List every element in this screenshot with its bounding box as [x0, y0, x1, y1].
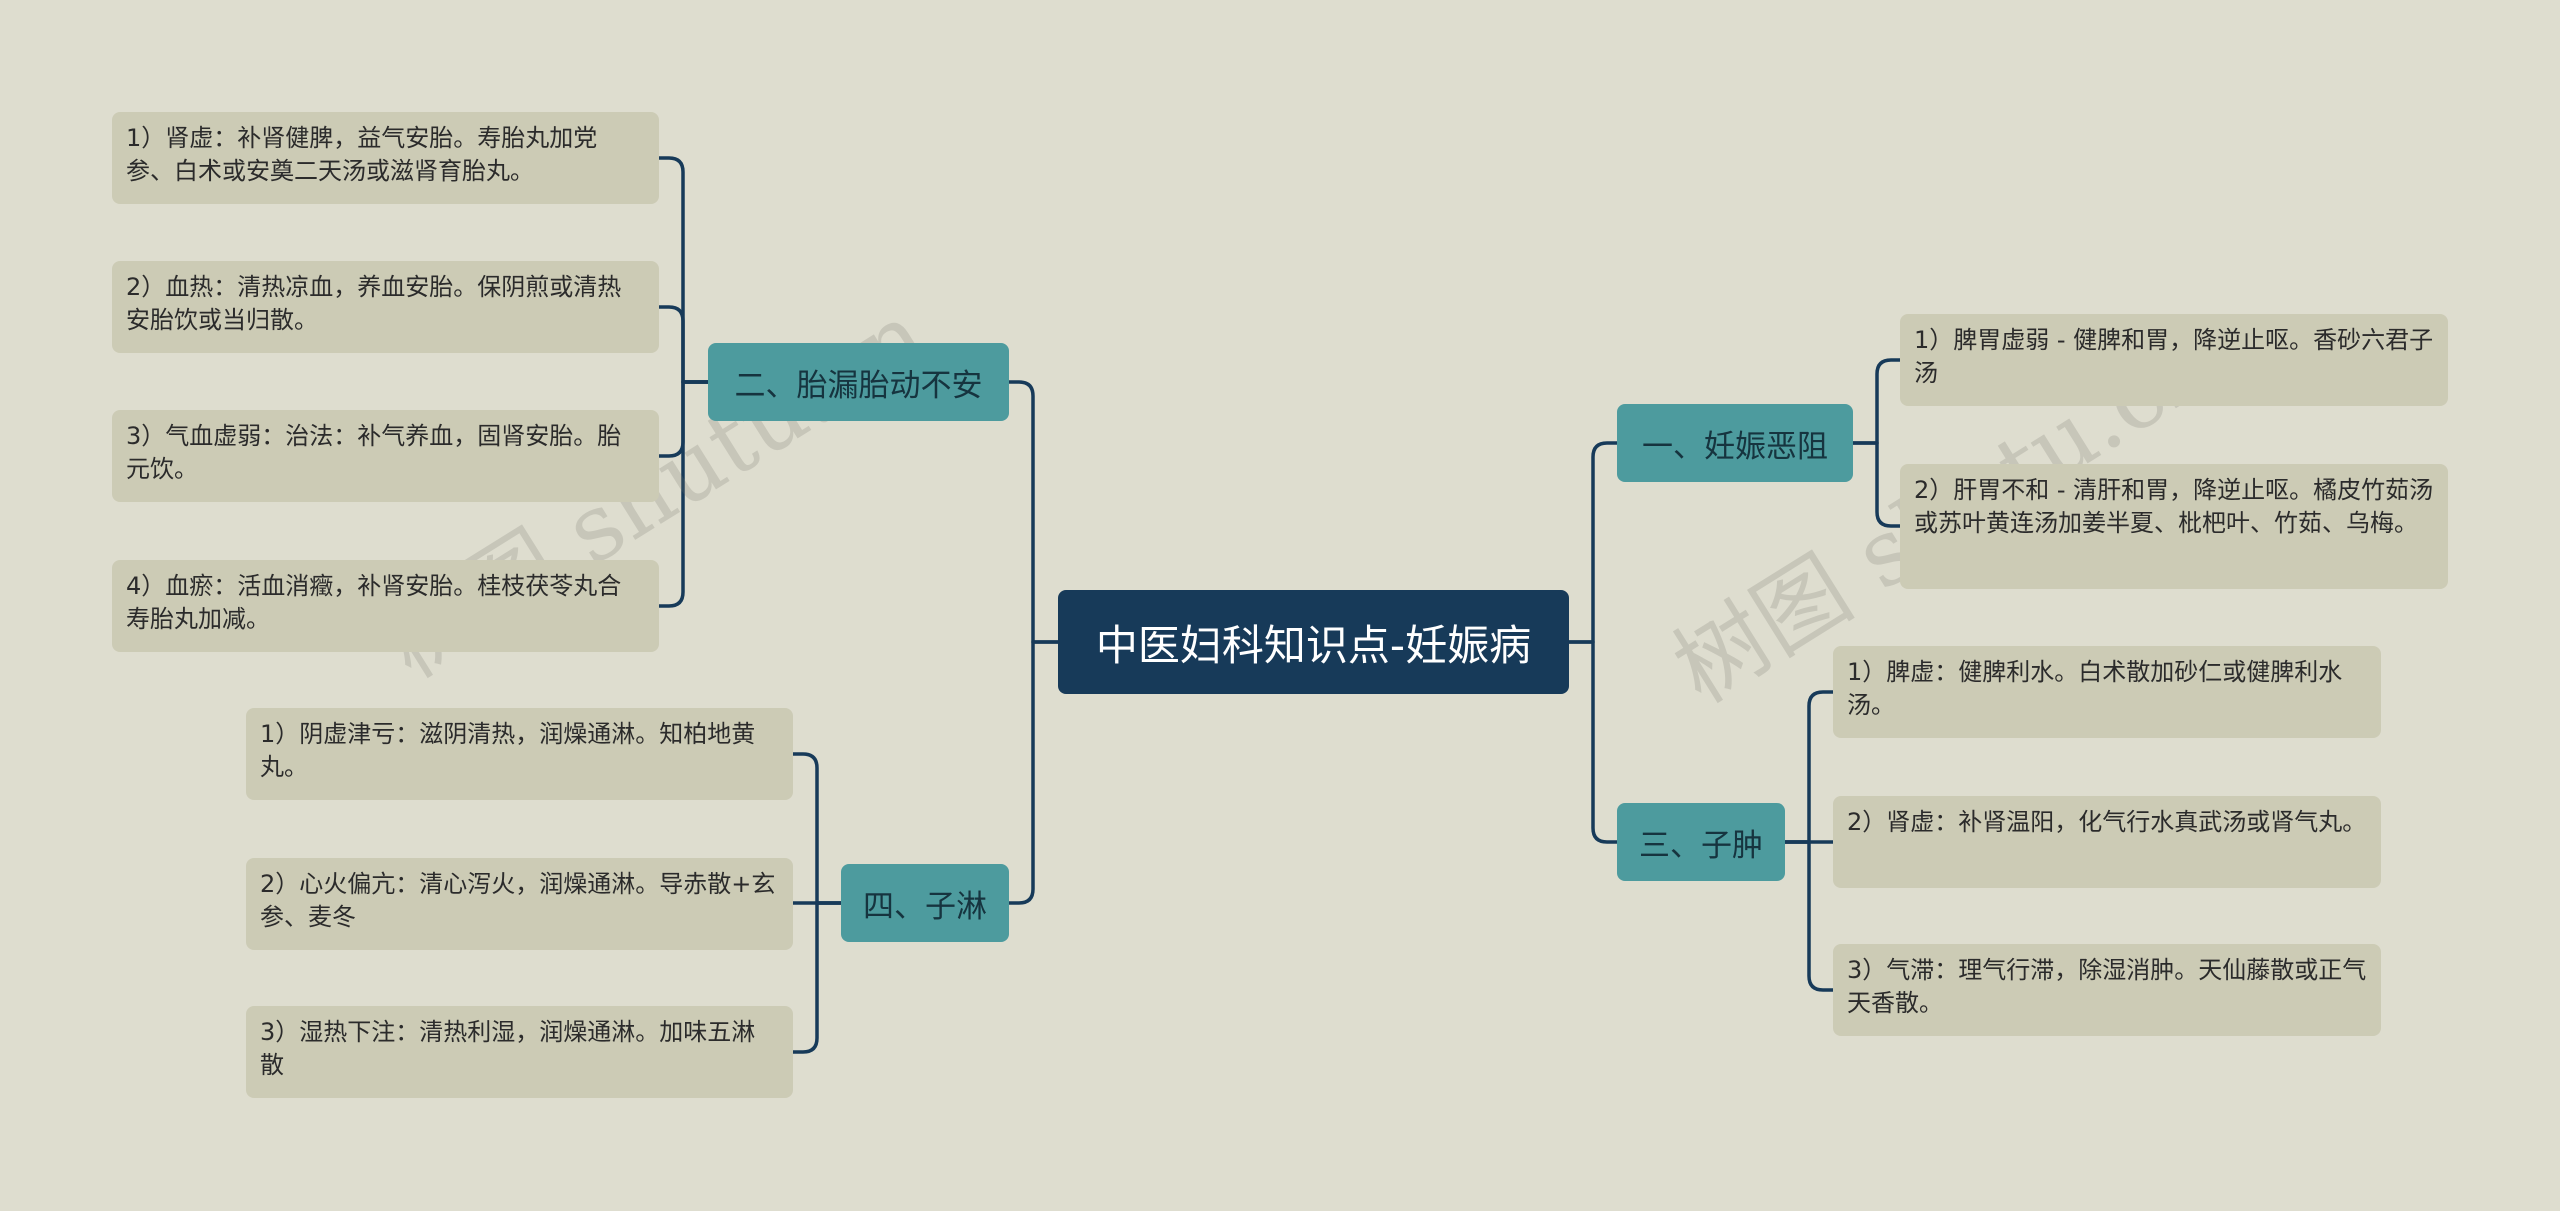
branch-4-leaf-1[interactable]: 1）阴虚津亏：滋阴清热，润燥通淋。知柏地黄丸。 — [246, 708, 793, 800]
branch-2-leaf-4[interactable]: 4）血瘀：活血消癥，补肾安胎。桂枝茯苓丸合寿胎丸加减。 — [112, 560, 659, 652]
branch-3-leaf-3[interactable]: 3）气滞：理气行滞，除湿消肿。天仙藤散或正气天香散。 — [1833, 944, 2381, 1036]
branch-1-leaf-2[interactable]: 2）肝胃不和 - 清肝和胃，降逆止呕。橘皮竹茹汤或苏叶黄连汤加姜半夏、枇杷叶、竹… — [1900, 464, 2448, 589]
connector-line-6 — [1851, 441, 1902, 528]
branch-4-leaf-3[interactable]: 3）湿热下注：清热利湿，润燥通淋。加味五淋散 — [246, 1006, 793, 1098]
branch-1-topic[interactable]: 一、妊娠恶阻 — [1617, 404, 1853, 482]
connector-line-16 — [791, 901, 843, 1054]
connector-line-7 — [1783, 690, 1835, 844]
connector-line-5 — [1851, 358, 1902, 445]
branch-2-leaf-3[interactable]: 3）气血虚弱：治法：补气养血，固肾安胎。胎元饮。 — [112, 410, 659, 502]
connector-line-2 — [1567, 640, 1619, 844]
branch-3-topic[interactable]: 三、子肿 — [1617, 803, 1785, 881]
branch-4-topic[interactable]: 四、子淋 — [841, 864, 1009, 942]
connector-line-14 — [791, 752, 843, 905]
branch-1-leaf-1[interactable]: 1）脾胃虚弱 - 健脾和胃，降逆止呕。香砂六君子汤 — [1900, 314, 2448, 406]
branch-2-leaf-1[interactable]: 1）肾虚：补肾健脾，益气安胎。寿胎丸加党参、白术或安奠二天汤或滋肾育胎丸。 — [112, 112, 659, 204]
connector-line-4 — [1007, 640, 1060, 905]
connector-line-9 — [1783, 840, 1835, 992]
branch-2-leaf-2[interactable]: 2）血热：清热凉血，养血安胎。保阴煎或清热安胎饮或当归散。 — [112, 261, 659, 353]
connector-line-1 — [1567, 441, 1619, 644]
connector-line-3 — [1007, 380, 1060, 644]
root-topic[interactable]: 中医妇科知识点-妊娠病 — [1058, 590, 1569, 694]
branch-2-topic[interactable]: 二、胎漏胎动不安 — [708, 343, 1009, 421]
connector-line-13 — [657, 380, 710, 608]
branch-3-leaf-1[interactable]: 1）脾虚：健脾利水。白术散加砂仁或健脾利水汤。 — [1833, 646, 2381, 738]
branch-3-leaf-2[interactable]: 2）肾虚：补肾温阳，化气行水真武汤或肾气丸。 — [1833, 796, 2381, 888]
branch-4-leaf-2[interactable]: 2）心火偏亢：清心泻火，润燥通淋。导赤散+玄参、麦冬 — [246, 858, 793, 950]
connector-line-11 — [657, 305, 710, 384]
